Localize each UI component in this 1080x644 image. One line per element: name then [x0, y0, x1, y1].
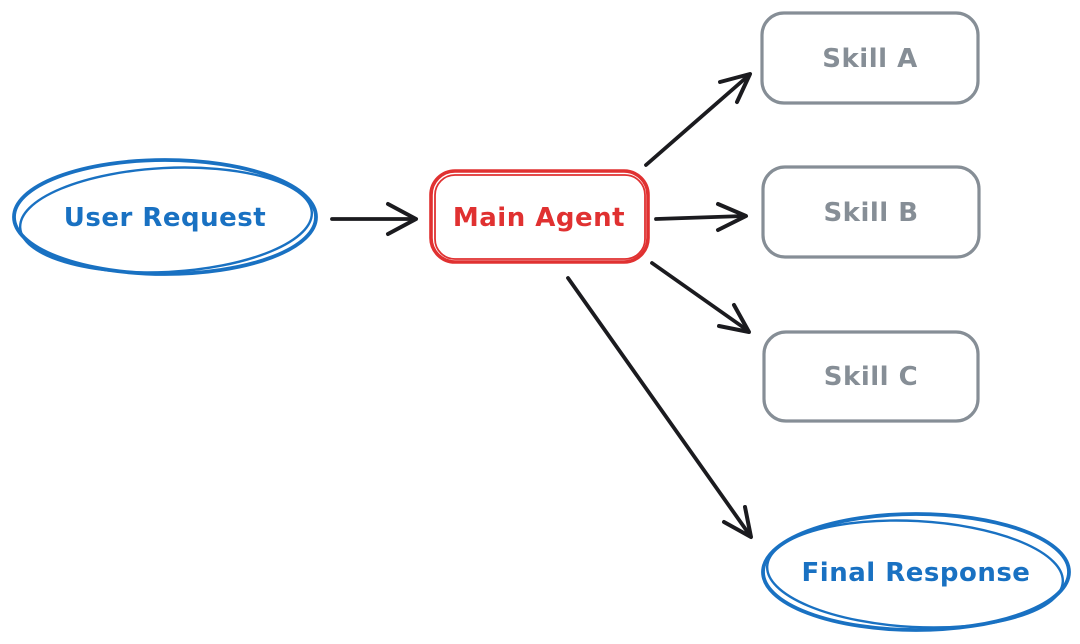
edge-line: [644, 74, 750, 167]
arrowhead-icon: [722, 505, 753, 539]
edge-main-agent-to-skill-b: [654, 202, 748, 232]
node-shape-sketch-stroke: [765, 519, 1065, 629]
arrowhead-icon: [716, 202, 748, 232]
node-skill-a: Skill A: [760, 11, 980, 105]
node-label-main-agent: Main Agent: [453, 203, 625, 233]
edge-line: [650, 261, 749, 332]
node-shape: [12, 158, 318, 276]
node-user-request: User Request: [12, 158, 318, 276]
edge-line: [654, 214, 746, 221]
node-final-response: Final Response: [761, 512, 1071, 632]
node-shape: [761, 512, 1071, 632]
node-shape: [761, 165, 981, 259]
node-label-skill-b: Skill B: [823, 198, 918, 228]
arrowhead-icon: [717, 303, 751, 334]
arrowhead-icon: [386, 202, 418, 236]
node-label-final-response: Final Response: [802, 558, 1031, 588]
node-shape: [760, 11, 980, 105]
node-shape-sketch-stroke: [18, 166, 314, 274]
arrowhead-icon: [718, 72, 752, 104]
node-main-agent: Main Agent: [429, 169, 650, 264]
node-shape: [762, 330, 980, 423]
node-label-user-request: User Request: [64, 203, 266, 233]
edge-main-agent-to-final-response: [566, 276, 753, 539]
node-skill-b: Skill B: [761, 165, 981, 259]
node-label-skill-c: Skill C: [824, 362, 918, 392]
edge-main-agent-to-skill-a: [644, 72, 752, 167]
node-shape-sketch-stroke: [434, 174, 646, 260]
node-skill-c: Skill C: [762, 330, 980, 423]
edge-main-agent-to-skill-c: [650, 261, 751, 334]
node-shape: [429, 169, 650, 264]
node-label-skill-a: Skill A: [822, 44, 917, 74]
edge-user-request-to-main-agent: [330, 202, 418, 236]
edge-line: [566, 276, 751, 536]
